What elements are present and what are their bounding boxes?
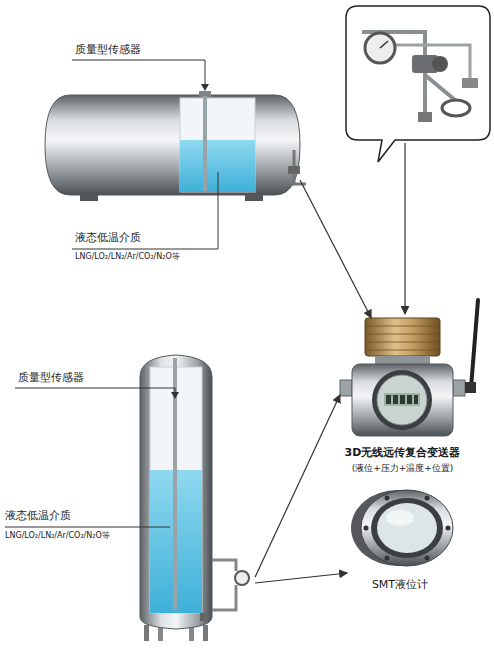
- transmitter-drawing: [453, 380, 465, 396]
- callout-bubble: [346, 6, 490, 162]
- vertical-tank-drawing: [200, 613, 208, 621]
- leader-line: [5, 527, 170, 528]
- horizontal-tank-drawing: [288, 166, 300, 174]
- transmitter-drawing: [384, 393, 420, 406]
- transmitter-drawing: [414, 395, 418, 404]
- node-heading: 质量型传感器: [18, 371, 84, 384]
- callout-bubble: [365, 33, 395, 63]
- transmitter-drawing: [393, 395, 398, 404]
- node-heading: 3D无线远传复合变送器: [345, 446, 461, 459]
- smt-gauge-drawing: [377, 503, 437, 553]
- horizontal-tank-drawing: [45, 95, 300, 195]
- smt-gauge: SMT液位计: [345, 488, 455, 573]
- transmitter-drawing: [465, 382, 476, 393]
- callout-bubble: [418, 112, 432, 122]
- vertical-tank-drawing: [140, 355, 212, 629]
- vertical-tank-drawing: [203, 625, 208, 641]
- smt-gauge-drawing: [371, 498, 443, 558]
- horizontal-tank-drawing: [45, 91, 306, 201]
- transmitter-drawing: [471, 300, 478, 388]
- node-text: LNG/LO₂/LN₂/Ar/CO₂/N₂O等: [5, 531, 110, 541]
- connector-arrow: [255, 573, 347, 583]
- callout-arrow: [404, 143, 405, 314]
- transmitter-drawing: [375, 356, 430, 364]
- leader-line: [5, 388, 179, 527]
- transmitter-drawing: [340, 300, 478, 436]
- transmitter: 3D无线远传复合变送器(液位+压力+温度+位置): [340, 318, 465, 436]
- vertical-tank-drawing: [212, 560, 236, 571]
- transmitter-drawing: [372, 370, 432, 430]
- smt-gauge-drawing: [361, 490, 453, 566]
- transmitter-drawing: [400, 395, 405, 404]
- callout-bubble: [462, 78, 478, 88]
- callout-bubble: [442, 100, 470, 116]
- connector-arrow: [300, 180, 371, 318]
- leader-line: [15, 388, 175, 392]
- leader-line: [72, 60, 218, 249]
- horizontal-tank-drawing: [203, 96, 207, 191]
- callout-bubble: [395, 45, 470, 80]
- leader-line: [201, 84, 209, 91]
- node-text: 液态低温介质: [5, 509, 71, 522]
- smt-gauge-drawing: [386, 510, 414, 526]
- transmitter-drawing: [365, 318, 440, 356]
- vertical-tank-drawing: [144, 625, 149, 641]
- node-text: LNG/LO₂/LN₂/Ar/CO₂/N₂O等: [75, 252, 180, 262]
- node-heading: SMT液位计: [372, 578, 428, 591]
- vertical-tank-drawing: [140, 355, 249, 641]
- transmitter-drawing: [352, 364, 453, 436]
- smt-gauge-drawing: [385, 556, 390, 561]
- smt-gauge-drawing: [351, 490, 453, 566]
- smt-gauge-drawing: [425, 556, 430, 561]
- leader-line: [171, 392, 179, 399]
- smt-gauge-drawing: [446, 526, 451, 531]
- vertical-tank-drawing: [235, 571, 249, 585]
- vertical-tank: 质量型传感器液态低温介质LNG/LO₂/LN₂/Ar/CO₂/N₂O等: [140, 355, 255, 640]
- leader-line: [72, 172, 218, 249]
- transmitter-drawing: [407, 395, 412, 404]
- connector-arrow: [255, 395, 340, 578]
- transmitter-drawing: [365, 326, 440, 350]
- callout-bubble: [425, 75, 455, 100]
- transmitter-drawing: [340, 380, 352, 396]
- transmitter-drawing: [386, 395, 391, 404]
- horizontal-tank: 质量型传感器液态低温介质LNG/LO₂/LN₂/Ar/CO₂/N₂O等: [45, 95, 300, 195]
- smt-gauge-drawing: [385, 496, 390, 501]
- smt-gauge-drawing: [425, 496, 430, 501]
- transmitter-drawing: [377, 375, 427, 425]
- node-heading: 质量型传感器: [75, 43, 141, 56]
- node-text: (液位+压力+温度+位置): [352, 463, 454, 474]
- callout-bubble: [346, 6, 490, 162]
- callout-bubble: [380, 41, 388, 48]
- vertical-tank-drawing: [212, 585, 236, 610]
- node-text: 液态低温介质: [75, 231, 141, 244]
- leader-line: [72, 60, 205, 84]
- callout-bubble: [432, 56, 448, 72]
- smt-gauge-drawing: [364, 526, 369, 531]
